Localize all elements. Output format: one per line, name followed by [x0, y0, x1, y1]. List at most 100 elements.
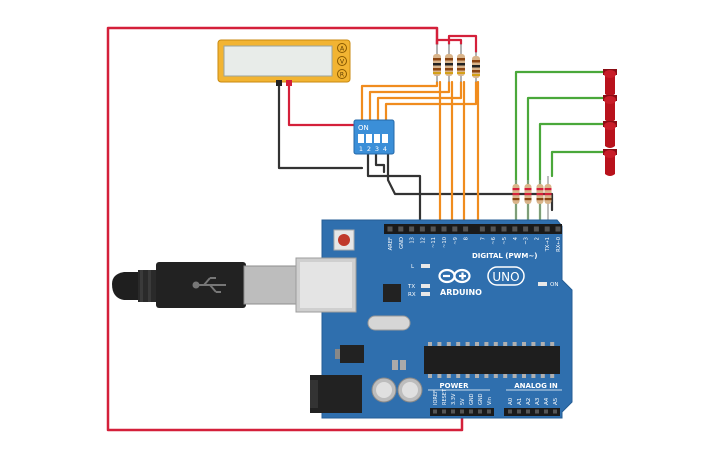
analog-pin-hole[interactable]: [517, 409, 521, 414]
multimeter-display: [223, 45, 333, 77]
digital-pin-hole[interactable]: [430, 226, 436, 232]
wire-black-multimeter-lead[interactable]: [277, 82, 364, 170]
wire-red-5v-loop[interactable]: [106, 26, 464, 432]
wire-orange-1[interactable]: [360, 80, 439, 124]
led-tx-label: TX: [407, 284, 415, 290]
power-pin-hole[interactable]: [433, 409, 437, 414]
digital-pin-hole[interactable]: [409, 226, 415, 232]
dip-toggle-3[interactable]: [374, 134, 380, 143]
analog-pin-label: A5: [553, 397, 559, 405]
digital-pin-hole[interactable]: [387, 226, 393, 232]
dip-toggle-1[interactable]: [358, 134, 364, 143]
analog-pin-hole[interactable]: [535, 409, 539, 414]
wire-orange-4[interactable]: [384, 80, 478, 124]
multimeter[interactable]: A V R: [217, 39, 351, 86]
digital-pin-hole[interactable]: [512, 226, 518, 232]
power-pin-label: GND: [478, 393, 484, 405]
multimeter-probe-red[interactable]: [286, 80, 292, 86]
multimeter-terminal-a[interactable]: [337, 43, 347, 53]
led-resistors: [512, 176, 552, 224]
digital-pin-label: 7: [480, 237, 486, 240]
power-pin-hole[interactable]: [451, 409, 455, 414]
resistor-top-3[interactable]: [457, 44, 465, 82]
power-pin-hole[interactable]: [478, 409, 482, 414]
led-rx: [421, 292, 430, 296]
digital-pin-label: AREF: [388, 237, 394, 250]
analog-pin-label: A0: [508, 397, 514, 405]
led-on-label: ON: [550, 282, 558, 288]
digital-pin-hole[interactable]: [533, 226, 539, 232]
dip-number-3: 3: [375, 145, 379, 153]
dip-toggle-4[interactable]: [382, 134, 388, 143]
led-3[interactable]: [603, 121, 617, 148]
multimeter-terminal-r[interactable]: [337, 69, 347, 79]
multimeter-terminal-v[interactable]: [337, 56, 347, 66]
power-header-pins: [433, 409, 491, 414]
digital-pin-label: TX→1: [545, 237, 551, 252]
digital-pin-label: ~5: [502, 237, 508, 245]
analog-label: ANALOG IN: [514, 382, 558, 390]
digital-pin-label: ~10: [442, 237, 448, 248]
digital-pin-label: RX←0: [556, 237, 562, 252]
led-on: [538, 282, 547, 286]
dip-switch[interactable]: ON 1 2 3 4: [353, 119, 395, 155]
power-pin-hole[interactable]: [460, 409, 464, 414]
wire-red-resistor-bus[interactable]: [435, 34, 478, 54]
digital-header-pins: [387, 226, 561, 232]
wire-orange-2[interactable]: [368, 80, 451, 124]
digital-pin-hole[interactable]: [501, 226, 507, 232]
resistor-led-1[interactable]: [512, 180, 520, 224]
power-pin-hole[interactable]: [469, 409, 473, 414]
arduino-logo-text: ARDUINO: [440, 288, 482, 297]
digital-pin-hole[interactable]: [463, 226, 469, 232]
resistor-led-2[interactable]: [524, 180, 532, 224]
wire-black-gnd[interactable]: [366, 148, 422, 224]
analog-pin-hole[interactable]: [508, 409, 512, 414]
digital-pin-hole[interactable]: [479, 226, 485, 232]
digital-pin-hole[interactable]: [419, 226, 425, 232]
atmega-chip: [424, 346, 560, 374]
digital-pin-hole[interactable]: [441, 226, 447, 232]
led-l-label: L: [411, 264, 415, 270]
power-pin-hole[interactable]: [442, 409, 446, 414]
digital-pin-hole[interactable]: [544, 226, 550, 232]
wire-green-4[interactable]: [550, 150, 606, 178]
voltage-regulator: [340, 345, 364, 363]
digital-pin-label: ~11: [431, 237, 437, 248]
analog-header[interactable]: [504, 408, 560, 416]
resistor-led-4[interactable]: [544, 176, 552, 224]
analog-pin-hole[interactable]: [553, 409, 557, 414]
wire-green-1[interactable]: [514, 70, 606, 224]
led-l: [421, 264, 430, 268]
analog-header-pins: [508, 409, 557, 414]
dip-toggle-2[interactable]: [366, 134, 372, 143]
digital-pin-hole[interactable]: [523, 226, 529, 232]
digital-pin-hole[interactable]: [555, 226, 561, 232]
analog-pin-hole[interactable]: [526, 409, 530, 414]
digital-header[interactable]: [384, 224, 562, 234]
analog-pin-hole[interactable]: [544, 409, 548, 414]
resistor-led-3[interactable]: [536, 180, 544, 224]
resistor-top-1[interactable]: [433, 44, 441, 82]
led-4[interactable]: [603, 149, 617, 176]
power-pin-hole[interactable]: [487, 409, 491, 414]
digital-pin-hole[interactable]: [452, 226, 458, 232]
usb-cable[interactable]: [112, 262, 297, 308]
resistor-top-4[interactable]: [472, 52, 480, 82]
digital-pin-label: ~3: [524, 237, 530, 245]
wire-orange-3[interactable]: [376, 80, 463, 124]
digital-pin-label: 2: [534, 237, 540, 240]
wire-red-multimeter-lead[interactable]: [287, 82, 359, 127]
digital-pin-hole[interactable]: [398, 226, 404, 232]
led-2[interactable]: [603, 95, 617, 122]
multimeter-probe-black[interactable]: [276, 80, 282, 86]
wire-green-3[interactable]: [538, 122, 606, 224]
usb-icon: [192, 277, 226, 293]
power-pin-label: 5V: [460, 398, 466, 405]
analog-pin-label: A4: [544, 397, 550, 405]
resistor-top-2[interactable]: [445, 44, 453, 82]
digital-pin-hole[interactable]: [490, 226, 496, 232]
led-1[interactable]: [603, 69, 617, 96]
